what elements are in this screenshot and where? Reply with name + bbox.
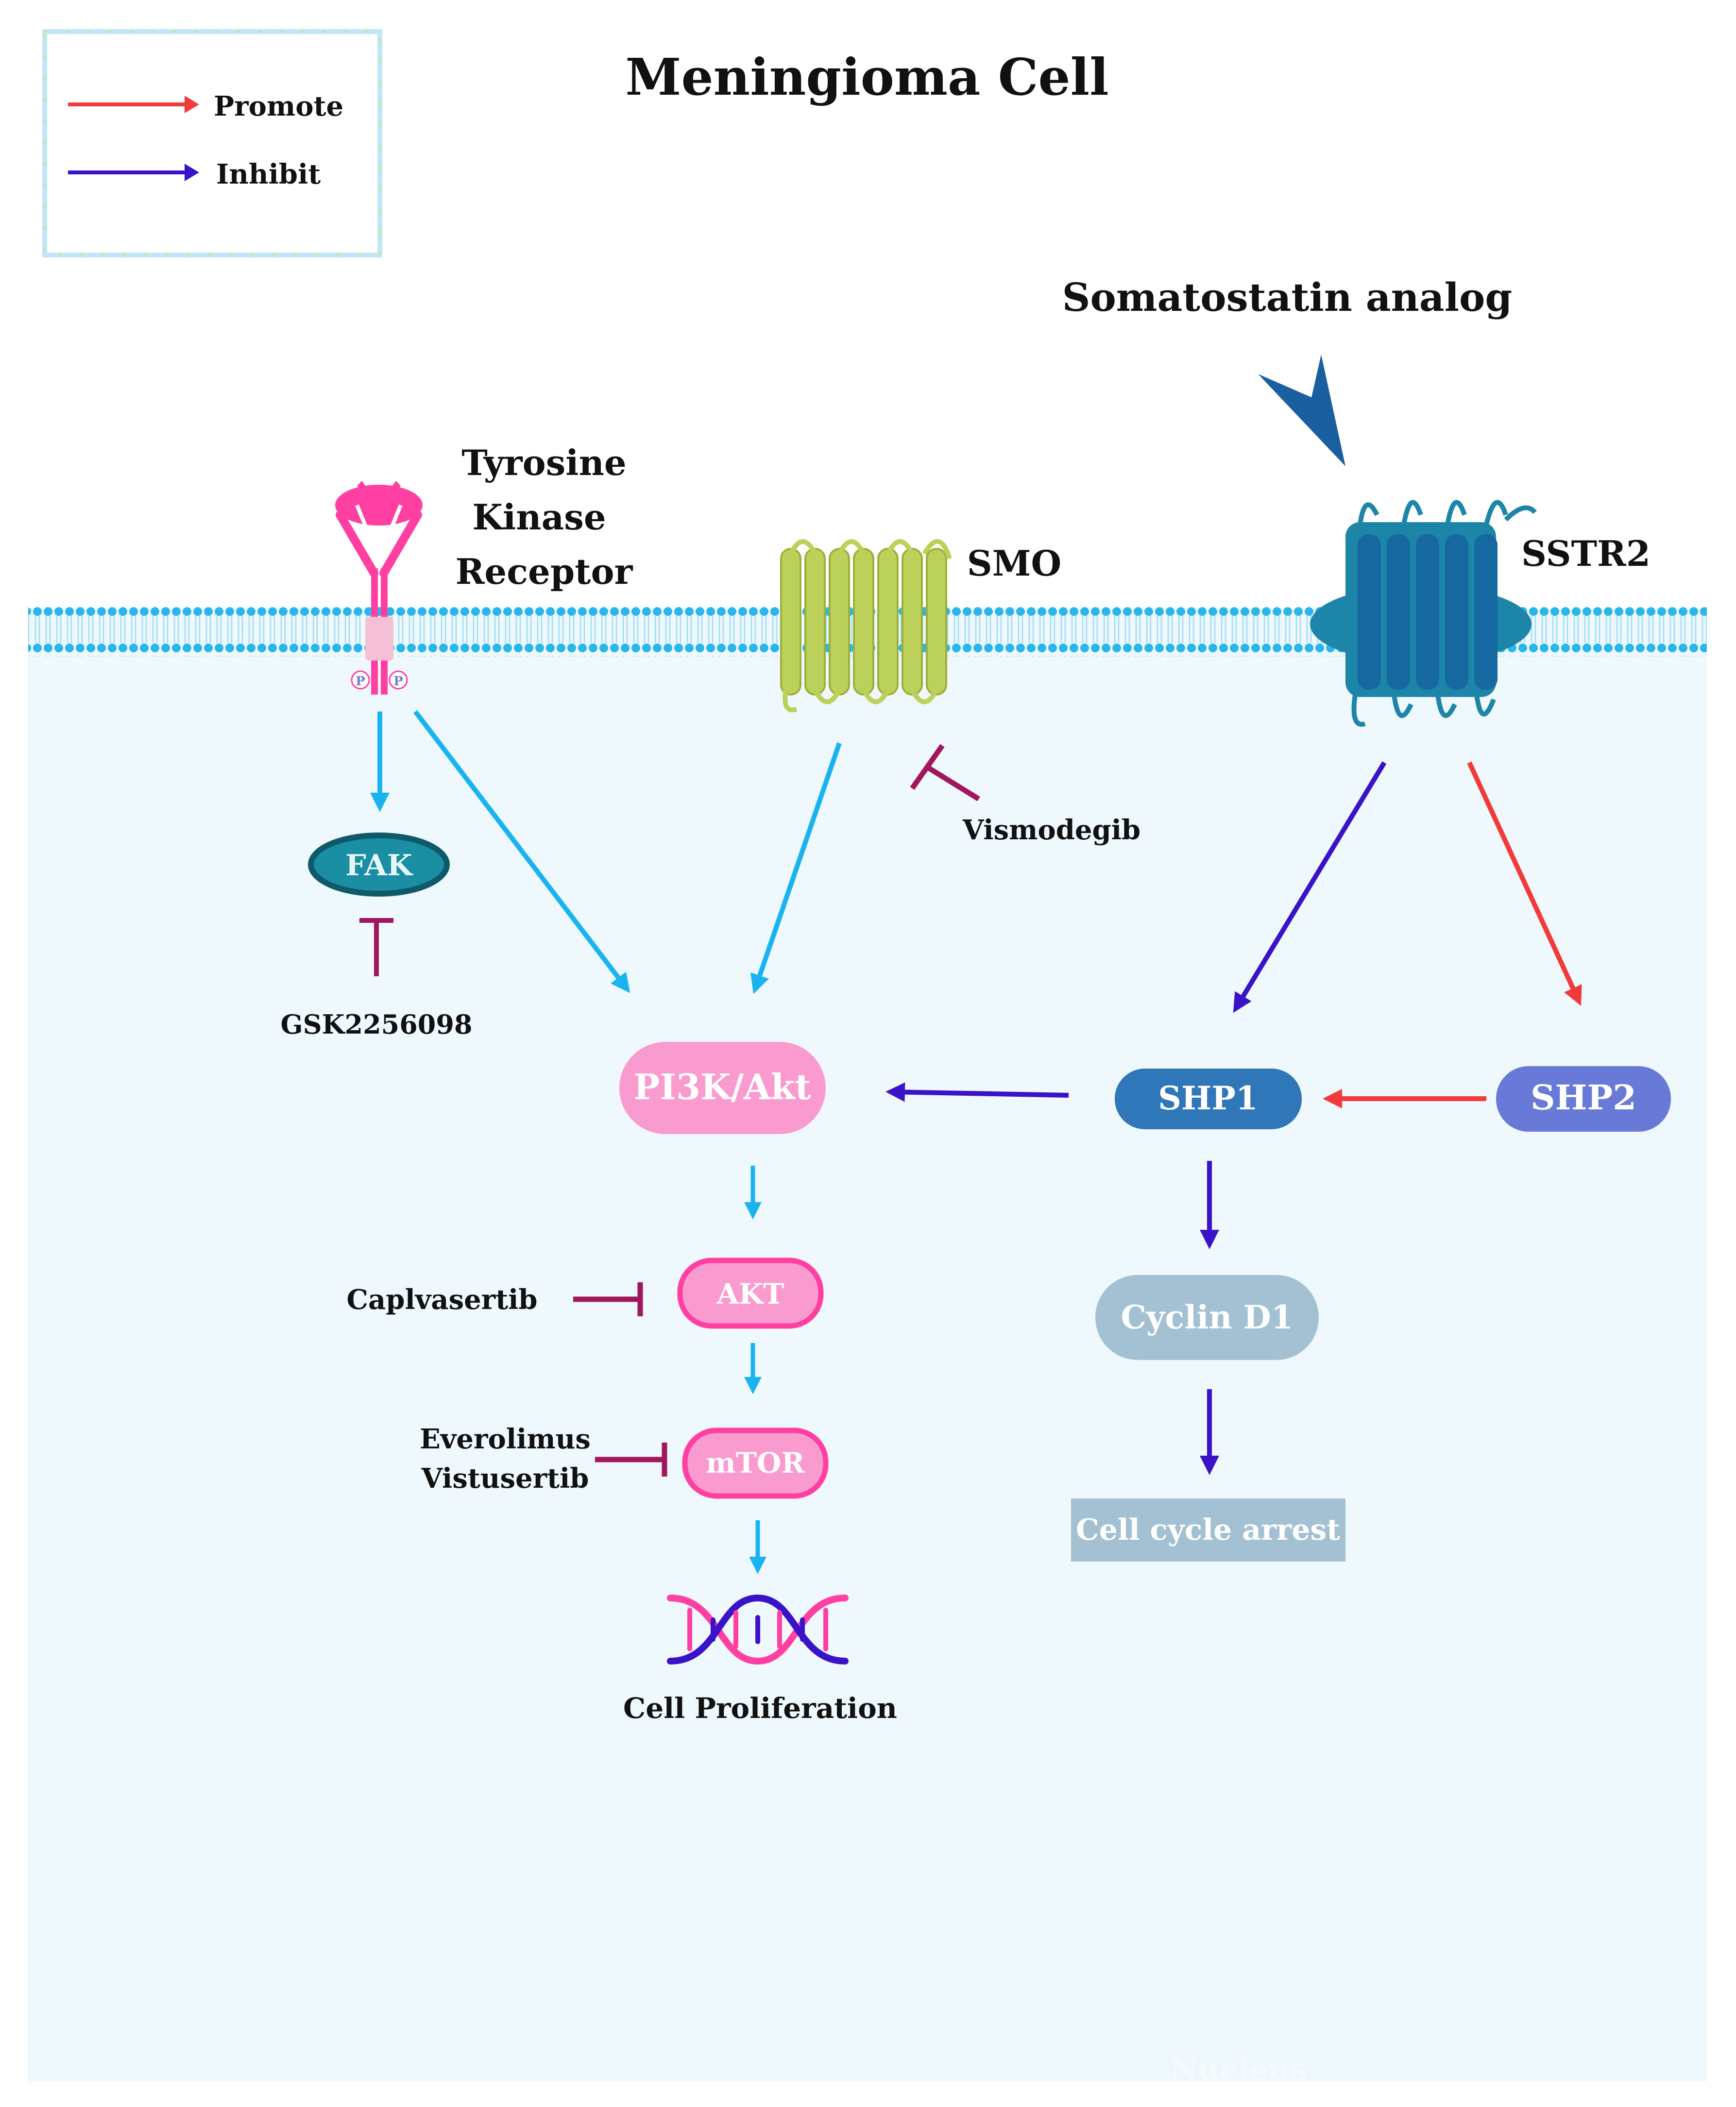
pi3k-akt-node: PI3K/Akt	[619, 1042, 826, 1134]
diagram-title: Meningioma Cell	[625, 47, 1108, 107]
fak-node: FAK	[308, 833, 450, 897]
cyclin-d1-label: Cyclin D1	[1121, 1298, 1293, 1336]
akt-node: AKT	[677, 1257, 824, 1329]
legend-promote-arrow	[68, 96, 199, 113]
smo-receptor-icon	[780, 539, 952, 713]
mtor-label: mTOR	[706, 1446, 805, 1479]
tyrosine-kinase-label-line1: Tyrosine	[461, 442, 627, 483]
capivasertib-label: Caplvasertib	[346, 1284, 537, 1316]
somatostatin-analog-icon	[1258, 355, 1345, 466]
phospho-label-right: P	[393, 674, 403, 689]
cell-cytoplasm	[28, 610, 1707, 2081]
legend: Promote Inhibit	[42, 29, 382, 257]
phospho-label-left: P	[356, 674, 365, 689]
cyclin-d1-node: Cyclin D1	[1095, 1275, 1319, 1360]
legend-promote-label: Promote	[214, 90, 343, 122]
akt-label: AKT	[716, 1277, 784, 1310]
somatostatin-analog-label: Somatostatin analog	[1062, 274, 1513, 320]
sstr2-receptor-icon	[1310, 500, 1537, 727]
tyrosine-kinase-receptor-icon: P P	[335, 481, 423, 695]
everolimus-block	[595, 1443, 667, 1477]
vismodegib-label: Vismodegib	[962, 814, 1140, 846]
everolimus-label: Everolimus	[420, 1423, 591, 1455]
cell-cycle-arrest-node: Cell cycle arrest	[1071, 1498, 1345, 1562]
gsk-block	[359, 918, 393, 976]
dna-icon	[667, 1594, 849, 1665]
capivasertib-block	[573, 1282, 643, 1316]
tyrosine-kinase-label-line3: Receptor	[456, 551, 633, 592]
gsk2256098-label: GSK2256098	[280, 1009, 472, 1040]
shp2-node: SHP2	[1496, 1066, 1671, 1132]
arrow-sstr2-to-shp2	[1467, 761, 1582, 1006]
arrow-sstr2-to-shp1	[1233, 761, 1387, 1013]
shp1-label: SHP1	[1158, 1079, 1258, 1117]
vismodegib-block	[910, 744, 980, 801]
tyrosine-kinase-label-line2: Kinase	[472, 496, 606, 538]
arrow-smo-to-pi3k	[750, 742, 842, 994]
sstr2-label: SSTR2	[1521, 533, 1651, 574]
shp2-label: SHP2	[1531, 1077, 1636, 1118]
mtor-node: mTOR	[682, 1427, 829, 1499]
shp1-node: SHP1	[1115, 1069, 1302, 1129]
legend-inhibit-arrow	[68, 164, 199, 181]
arrow-shp1-to-pi3k	[885, 1082, 1069, 1102]
cell-cycle-arrest-label: Cell cycle arrest	[1076, 1513, 1340, 1547]
legend-inhibit-label: Inhibit	[216, 158, 321, 190]
cell-proliferation-label: Cell Proliferation	[623, 1692, 897, 1725]
nucleus-label: Nucleus	[1170, 2052, 1307, 2088]
fak-label: FAK	[345, 849, 413, 883]
vistusertib-label: Vistusertib	[421, 1462, 589, 1495]
smo-label: SMO	[967, 543, 1061, 584]
pi3k-akt-label: PI3K/Akt	[633, 1066, 811, 1107]
arrow-tk-to-pi3k	[413, 710, 630, 993]
